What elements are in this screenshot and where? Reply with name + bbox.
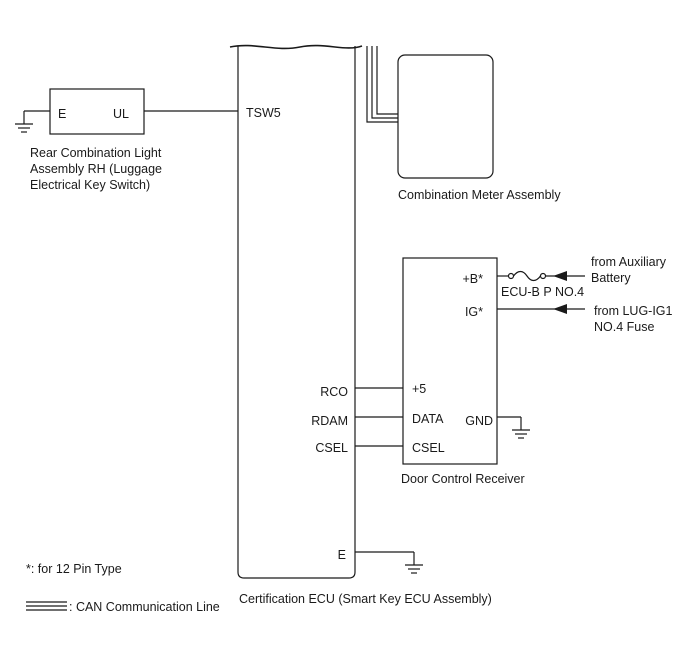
door-control-receiver: +B* IG* +5 DATA GND CSEL Door Control Re… — [401, 257, 525, 486]
rear-light-label-line-2: Assembly RH (Luggage — [30, 162, 162, 176]
ecu-pin-tsw5: TSW5 — [246, 106, 281, 120]
receiver-pin-p5: +5 — [412, 382, 426, 396]
can-communication-line — [366, 46, 398, 123]
wire-b-plus: ECU-B P NO.4 from Auxiliary Battery — [497, 255, 667, 299]
fuse-label: ECU-B P NO.4 — [501, 285, 584, 299]
ecu-pin-csel: CSEL — [315, 441, 348, 455]
arrow-lug-ig1 — [553, 304, 567, 314]
ground-symbol-ecu — [405, 552, 423, 574]
receiver-pin-gnd: GND — [465, 414, 493, 428]
receiver-pin-data: DATA — [412, 412, 444, 426]
ecu-break-line — [229, 44, 363, 50]
lug-source-line-2: NO.4 Fuse — [594, 320, 654, 334]
rear-light-label-line-3: Electrical Key Switch) — [30, 178, 150, 192]
can-legend-label: : CAN Communication Line — [69, 600, 220, 614]
pin-type-note: *: for 12 Pin Type — [26, 562, 122, 576]
arrow-aux-battery — [553, 271, 567, 281]
rear-combination-light: E UL Rear Combination Light Assembly RH … — [15, 88, 238, 192]
lug-source-line-1: from LUG-IG1 — [594, 304, 673, 318]
ground-symbol-rear-light — [15, 111, 33, 133]
wire-ig: from LUG-IG1 NO.4 Fuse — [497, 304, 673, 334]
ecu-pin-rdam: RDAM — [311, 414, 348, 428]
aux-source-line-2: Battery — [591, 271, 631, 285]
fuse-symbol — [507, 270, 547, 282]
rear-light-pin-e: E — [58, 107, 66, 121]
receiver-pin-ig: IG* — [465, 305, 483, 319]
rear-light-label-line-1: Rear Combination Light — [30, 146, 162, 160]
rear-light-pin-ul: UL — [113, 107, 129, 121]
ground-symbol-receiver — [512, 417, 530, 439]
meter-label: Combination Meter Assembly — [398, 188, 561, 202]
ecu-pin-e: E — [338, 548, 346, 562]
receiver-label: Door Control Receiver — [401, 472, 525, 486]
ecu-label: Certification ECU (Smart Key ECU Assembl… — [239, 592, 492, 606]
can-legend-symbol — [26, 601, 67, 611]
receiver-pin-csel: CSEL — [412, 441, 445, 455]
certification-ecu: TSW5 RCO RDAM CSEL E Certification ECU (… — [229, 44, 492, 606]
combination-meter: Combination Meter Assembly — [397, 54, 561, 202]
ecu-pin-rco: RCO — [320, 385, 348, 399]
receiver-pin-b: +B* — [462, 272, 483, 286]
aux-source-line-1: from Auxiliary — [591, 255, 667, 269]
